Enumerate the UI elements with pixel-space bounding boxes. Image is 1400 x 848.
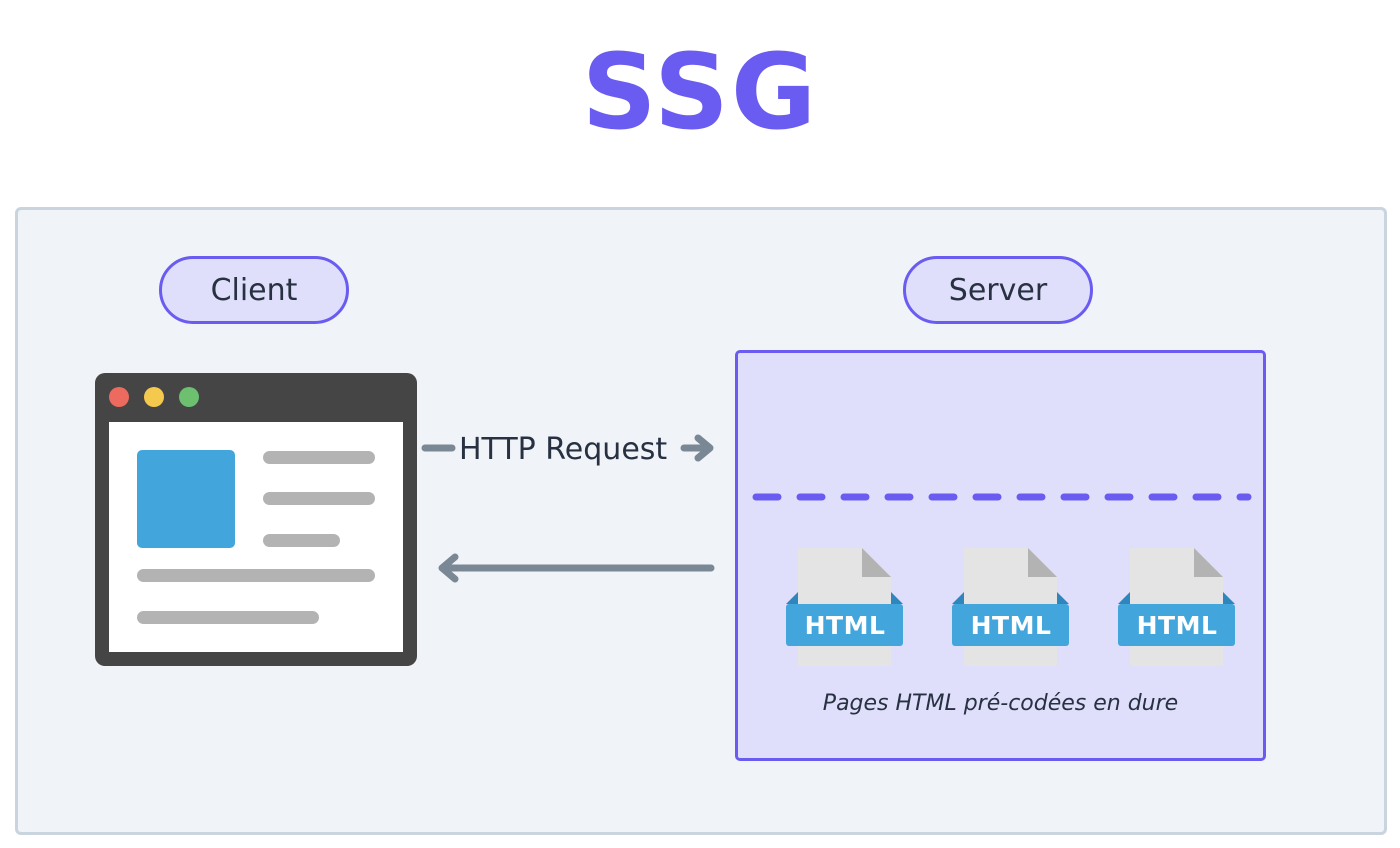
dashed-divider — [752, 493, 1252, 501]
client-label: Client — [159, 256, 349, 324]
server-label-text: Server — [948, 272, 1048, 308]
text-line-placeholder — [263, 492, 375, 505]
text-line-placeholder — [263, 451, 375, 464]
html-file-label: HTML — [970, 610, 1052, 640]
html-file-label: HTML — [1136, 610, 1218, 640]
server-box: HTML HTML HTML Pages HTML pré-codées en … — [735, 350, 1266, 761]
html-file-icon: HTML — [952, 548, 1070, 666]
browser-window-icon — [95, 373, 417, 666]
client-label-text: Client — [210, 272, 298, 308]
browser-viewport — [109, 422, 403, 652]
text-line-placeholder — [263, 534, 340, 547]
diagram-title: SSG — [581, 31, 819, 153]
request-arrow-head-icon — [680, 434, 714, 462]
http-request-label: HTTP Request — [459, 432, 668, 467]
text-line-placeholder — [137, 569, 375, 582]
server-caption: Pages HTML pré-codées en dure — [822, 691, 1179, 716]
image-placeholder-icon — [137, 450, 235, 548]
window-minimize-dot — [144, 387, 164, 407]
window-maximize-dot — [179, 387, 199, 407]
html-file-icon: HTML — [786, 548, 904, 666]
html-file-label: HTML — [804, 610, 886, 640]
window-close-dot — [109, 387, 129, 407]
response-arrow-icon — [438, 553, 715, 583]
html-file-icon: HTML — [1118, 548, 1236, 666]
text-line-placeholder — [137, 611, 319, 624]
server-label: Server — [903, 256, 1093, 324]
